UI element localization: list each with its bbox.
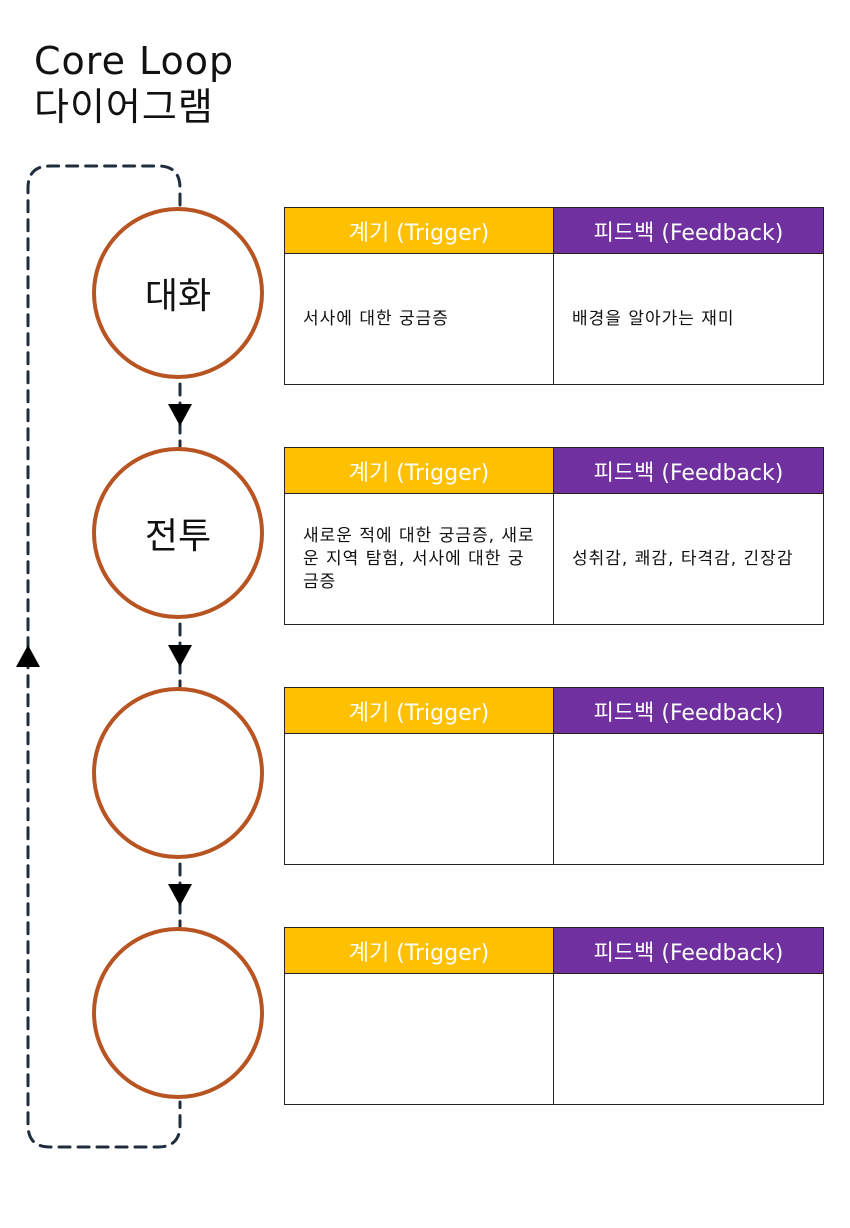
loop-stage-2: 전투	[92, 447, 264, 619]
trigger-cell	[285, 734, 554, 864]
loop-stage-4	[92, 927, 264, 1099]
loop-stage-3	[92, 687, 264, 859]
trigger-cell	[285, 974, 554, 1104]
stage-label: 대화	[144, 276, 212, 317]
feedback-cell: 성취감, 쾌감, 타격감, 긴장감	[572, 548, 794, 569]
feedback-header: 피드백 (Feedback)	[554, 928, 823, 974]
feedback-cell: 배경을 알아가는 재미	[572, 308, 735, 329]
trigger-header: 계기 (Trigger)	[285, 208, 554, 254]
feedback-cell	[554, 734, 823, 864]
trigger-header: 계기 (Trigger)	[285, 928, 554, 974]
feedback-header: 피드백 (Feedback)	[554, 448, 823, 494]
stage-3-table: 계기 (Trigger) 피드백 (Feedback)	[284, 687, 824, 865]
arrow-down-icon	[168, 884, 192, 906]
stage-4-table: 계기 (Trigger) 피드백 (Feedback)	[284, 927, 824, 1105]
feedback-header: 피드백 (Feedback)	[554, 208, 823, 254]
arrow-down-icon	[168, 645, 192, 667]
trigger-header: 계기 (Trigger)	[285, 448, 554, 494]
trigger-header: 계기 (Trigger)	[285, 688, 554, 734]
arrow-down-icon	[168, 404, 192, 426]
feedback-header: 피드백 (Feedback)	[554, 688, 823, 734]
diagram-title-line-2: 다이어그램	[34, 85, 214, 129]
loop-stage-1: 대화	[92, 207, 264, 379]
feedback-cell	[554, 974, 823, 1104]
diagram-title-line-1: Core Loop	[34, 39, 235, 83]
trigger-cell: 서사에 대한 궁금증	[285, 254, 554, 384]
trigger-cell: 새로운 적에 대한 궁금증, 새로운 지역 탐험, 서사에 대한 궁금증	[285, 494, 554, 624]
stage-label: 전투	[144, 516, 212, 557]
arrow-up-icon	[16, 645, 40, 667]
stage-1-table: 계기 (Trigger) 피드백 (Feedback) 서사에 대한 궁금증 배…	[284, 207, 824, 385]
stage-2-table: 계기 (Trigger) 피드백 (Feedback) 새로운 적에 대한 궁금…	[284, 447, 824, 625]
